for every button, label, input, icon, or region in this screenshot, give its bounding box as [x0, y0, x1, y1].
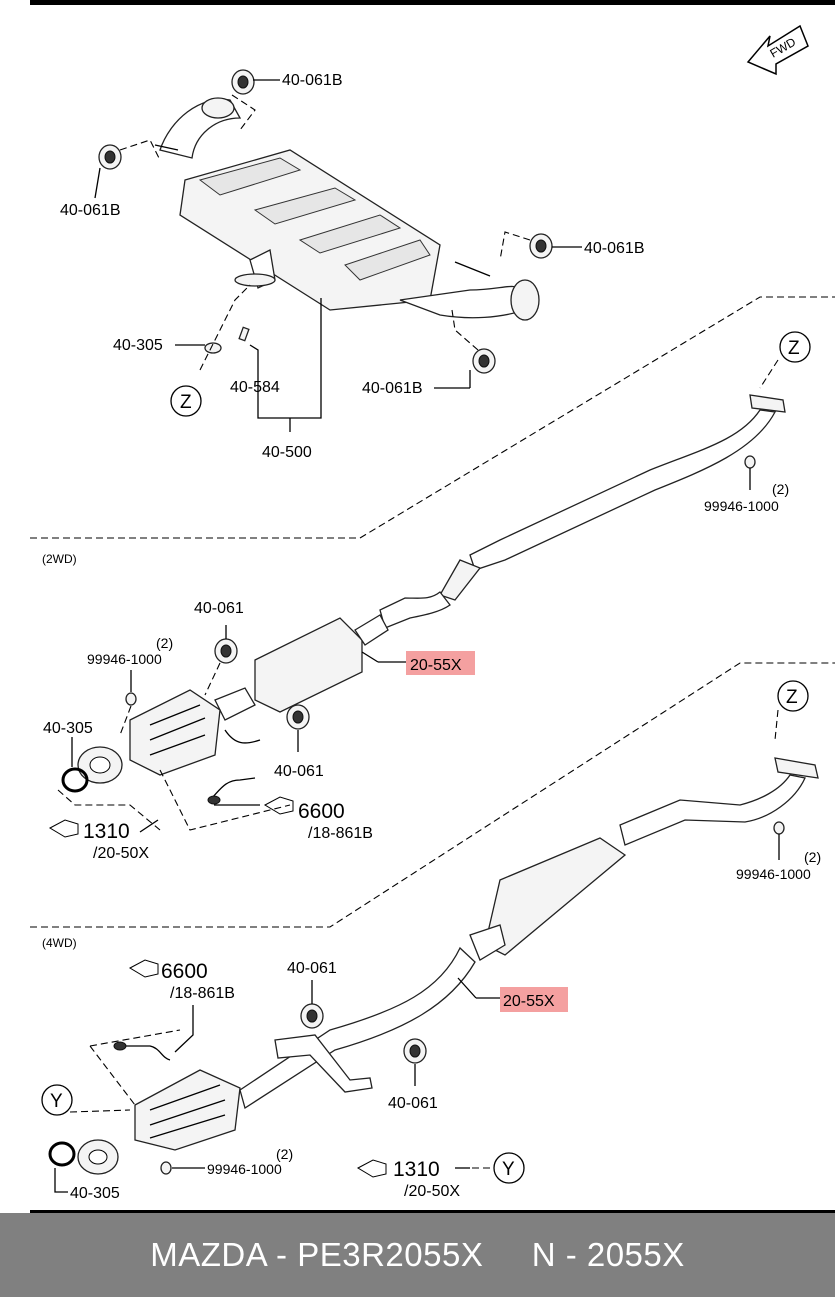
- nut-icon: [744, 455, 756, 469]
- footer-bar: MAZDA - PE3R2055X N - 2055X: [0, 1213, 835, 1297]
- nut-icon: [773, 821, 785, 835]
- oxygen-sensor: [120, 1045, 171, 1061]
- part-label-40-061: 40-061: [287, 960, 337, 977]
- ref-number-6600: 6600: [298, 800, 345, 823]
- footer-code: N - 2055X: [531, 1236, 685, 1273]
- catalytic-converter-4wd: [48, 1069, 241, 1175]
- ref-marker-z: [779, 331, 811, 363]
- ref-marker-y-label: Y: [50, 1091, 63, 1112]
- highlight-box: [500, 987, 568, 1012]
- rubber-mount-icon: [98, 69, 553, 374]
- rear-muffler-assembly: [154, 97, 540, 321]
- part-label-99946-1000: 99946-1000: [704, 498, 779, 514]
- ref-number-1310: 1310: [83, 820, 130, 843]
- ref-marker-y: [493, 1152, 525, 1184]
- section-label-2wd: (2WD): [42, 552, 77, 566]
- part-label-40-061b: 40-061B: [584, 240, 645, 257]
- part-label-40-500: 40-500: [262, 444, 312, 461]
- nut-icon: [160, 1161, 172, 1175]
- ref-sub-20-50x: /20-50X: [93, 845, 149, 862]
- front-pipe-2wd: [214, 394, 786, 721]
- qty-label: (2): [156, 635, 173, 651]
- part-label-40-061b: 40-061B: [362, 380, 423, 397]
- part-label-40-061b: 40-061B: [282, 72, 343, 89]
- part-label-20-55x[interactable]: 20-55X: [503, 993, 555, 1010]
- reference-hand-icon: [356, 1159, 387, 1178]
- ref-number-6600: 6600: [161, 960, 208, 983]
- gasket-icon: [204, 342, 222, 354]
- fwd-arrow-icon: FWD: [746, 24, 809, 76]
- reference-hand-icon: [263, 796, 294, 815]
- ref-sub-18-861b: /18-861B: [170, 985, 235, 1002]
- footer-brand: MAZDA - PE3R2055X: [150, 1236, 484, 1273]
- part-label-40-061: 40-061: [274, 763, 324, 780]
- part-label-40-584: 40-584: [230, 379, 280, 396]
- section-divider: [30, 296, 835, 539]
- highlight-box: [406, 651, 475, 675]
- ref-sub-18-861b: /18-861B: [308, 825, 373, 842]
- front-pipe-4wd: [239, 757, 819, 1110]
- part-label-40-305: 40-305: [113, 337, 163, 354]
- footer-spacer: [483, 1236, 531, 1274]
- part-label-40-061: 40-061: [194, 600, 244, 617]
- qty-label: (2): [276, 1146, 293, 1162]
- exhaust-system-diagram: FWD: [30, 24, 835, 1202]
- ref-marker-z-label: Z: [786, 687, 798, 708]
- ref-marker-z-label: Z: [788, 338, 800, 359]
- nut-icon: [125, 692, 137, 706]
- ref-marker-y: [41, 1084, 73, 1116]
- part-label-40-061: 40-061: [388, 1095, 438, 1112]
- ref-marker-y-label: Y: [502, 1159, 515, 1180]
- part-label-40-305: 40-305: [70, 1185, 120, 1202]
- qty-label: (2): [772, 481, 789, 497]
- section-divider: [30, 662, 835, 928]
- reference-hand-icon: [48, 819, 79, 838]
- part-label-40-061b: 40-061B: [60, 202, 121, 219]
- qty-label: (2): [804, 849, 821, 865]
- ref-marker-z-label: Z: [180, 392, 192, 413]
- top-border: [30, 0, 835, 5]
- section-label-4wd: (4WD): [42, 936, 77, 950]
- reference-hand-icon: [128, 959, 159, 978]
- part-label-99946-1000: 99946-1000: [207, 1161, 282, 1177]
- catalytic-converter-2wd: [61, 689, 221, 793]
- ref-marker-z: [170, 385, 202, 417]
- bottom-border: [30, 1210, 835, 1213]
- part-label-40-305: 40-305: [43, 720, 93, 737]
- bolt-icon: [238, 326, 250, 342]
- ref-sub-20-50x: /20-50X: [404, 1183, 460, 1200]
- part-label-99946-1000: 99946-1000: [87, 651, 162, 667]
- part-label-99946-1000: 99946-1000: [736, 866, 811, 882]
- ref-marker-z: [777, 680, 809, 712]
- part-label-20-55x[interactable]: 20-55X: [410, 657, 462, 674]
- ref-number-1310: 1310: [393, 1158, 440, 1181]
